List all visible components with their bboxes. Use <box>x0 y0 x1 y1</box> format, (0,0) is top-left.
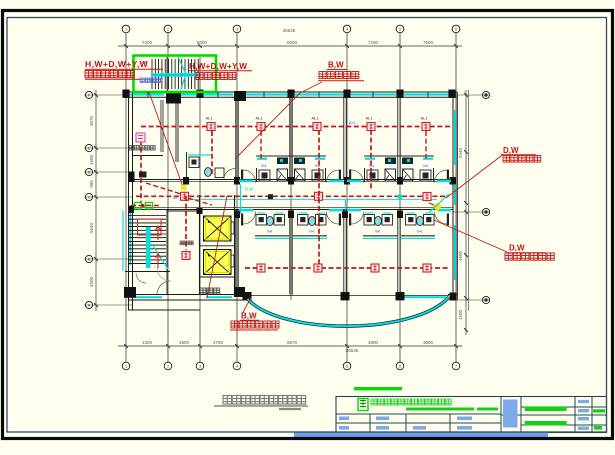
svg-text:B•1: B•1 <box>423 164 428 168</box>
svg-text:3: 3 <box>199 365 201 369</box>
svg-text:1: 1 <box>125 365 127 369</box>
svg-text:1500: 1500 <box>89 154 94 165</box>
svg-text:AL1: AL1 <box>311 116 319 121</box>
svg-text:4: 4 <box>346 28 348 32</box>
svg-text:5670: 5670 <box>287 340 298 345</box>
svg-text:2: 2 <box>167 28 169 32</box>
svg-text:A•: A• <box>173 195 178 200</box>
svg-text:B•1: B•1 <box>369 164 374 168</box>
svg-text:D: D <box>88 171 91 175</box>
svg-text:AL1: AL1 <box>205 116 213 121</box>
svg-text:3600: 3600 <box>423 340 434 345</box>
svg-text:B: B <box>88 258 91 262</box>
svg-text:5: 5 <box>399 28 401 32</box>
svg-text:5: 5 <box>346 365 348 369</box>
svg-text:6: 6 <box>399 365 401 369</box>
svg-text:1: 1 <box>125 28 127 32</box>
svg-text:↑18: ↑18 <box>141 60 148 65</box>
svg-text:7: 7 <box>455 365 457 369</box>
svg-text:5440: 5440 <box>458 147 463 158</box>
svg-text:4500: 4500 <box>458 250 463 261</box>
svg-text:7500: 7500 <box>423 40 434 45</box>
svg-text:E: E <box>88 147 91 151</box>
svg-text:D,W: D,W <box>503 146 519 155</box>
svg-text:B,W: B,W <box>241 312 257 321</box>
svg-text:36545: 36545 <box>346 348 359 353</box>
svg-text:6000: 6000 <box>287 40 298 45</box>
svg-text:6: 6 <box>455 28 457 32</box>
svg-text:B•1: B•1 <box>315 164 320 168</box>
svg-text:7200: 7200 <box>368 40 379 45</box>
svg-text:■: ■ <box>208 253 211 258</box>
svg-text:■: ■ <box>208 219 211 224</box>
svg-text:4: 4 <box>236 365 238 369</box>
svg-text:D,W: D,W <box>509 244 525 253</box>
svg-text:H,W+D,W+Y,W: H,W+D,W+Y,W <box>85 59 149 69</box>
svg-text:B•1: B•1 <box>267 230 272 234</box>
svg-text:4500: 4500 <box>89 276 94 287</box>
svg-text:B•1: B•1 <box>261 164 266 168</box>
svg-text:B,W: B,W <box>328 61 344 70</box>
svg-text:3900: 3900 <box>368 340 379 345</box>
svg-text:AL1: AL1 <box>365 116 373 121</box>
svg-text:B,W: B,W <box>245 187 254 192</box>
svg-text:AL1: AL1 <box>420 116 428 121</box>
svg-text:C: C <box>88 196 91 200</box>
svg-text:900: 900 <box>89 180 94 188</box>
svg-text:□: □ <box>379 119 382 123</box>
svg-text:A•1: A•1 <box>349 120 356 125</box>
svg-text:F: F <box>88 94 91 98</box>
svg-text:36545: 36545 <box>283 28 296 33</box>
svg-text:2300: 2300 <box>142 340 153 345</box>
svg-text:B•1: B•1 <box>309 230 314 234</box>
svg-text:3570: 3570 <box>89 115 94 126</box>
svg-text:2: 2 <box>167 365 169 369</box>
svg-text:H,W+D,W+Y,W: H,W+D,W+Y,W <box>189 62 247 71</box>
svg-text:AL1: AL1 <box>255 116 263 121</box>
svg-text:1500: 1500 <box>458 309 463 320</box>
svg-text:6000: 6000 <box>197 40 208 45</box>
svg-text:B•1: B•1 <box>417 230 422 234</box>
svg-text:2750: 2750 <box>213 340 224 345</box>
svg-text:3: 3 <box>236 28 238 32</box>
svg-text:A: A <box>88 304 91 308</box>
svg-text:5640: 5640 <box>89 222 94 233</box>
svg-text:1800: 1800 <box>179 340 190 345</box>
svg-text:7200: 7200 <box>142 40 153 45</box>
svg-text:B•1: B•1 <box>375 230 380 234</box>
